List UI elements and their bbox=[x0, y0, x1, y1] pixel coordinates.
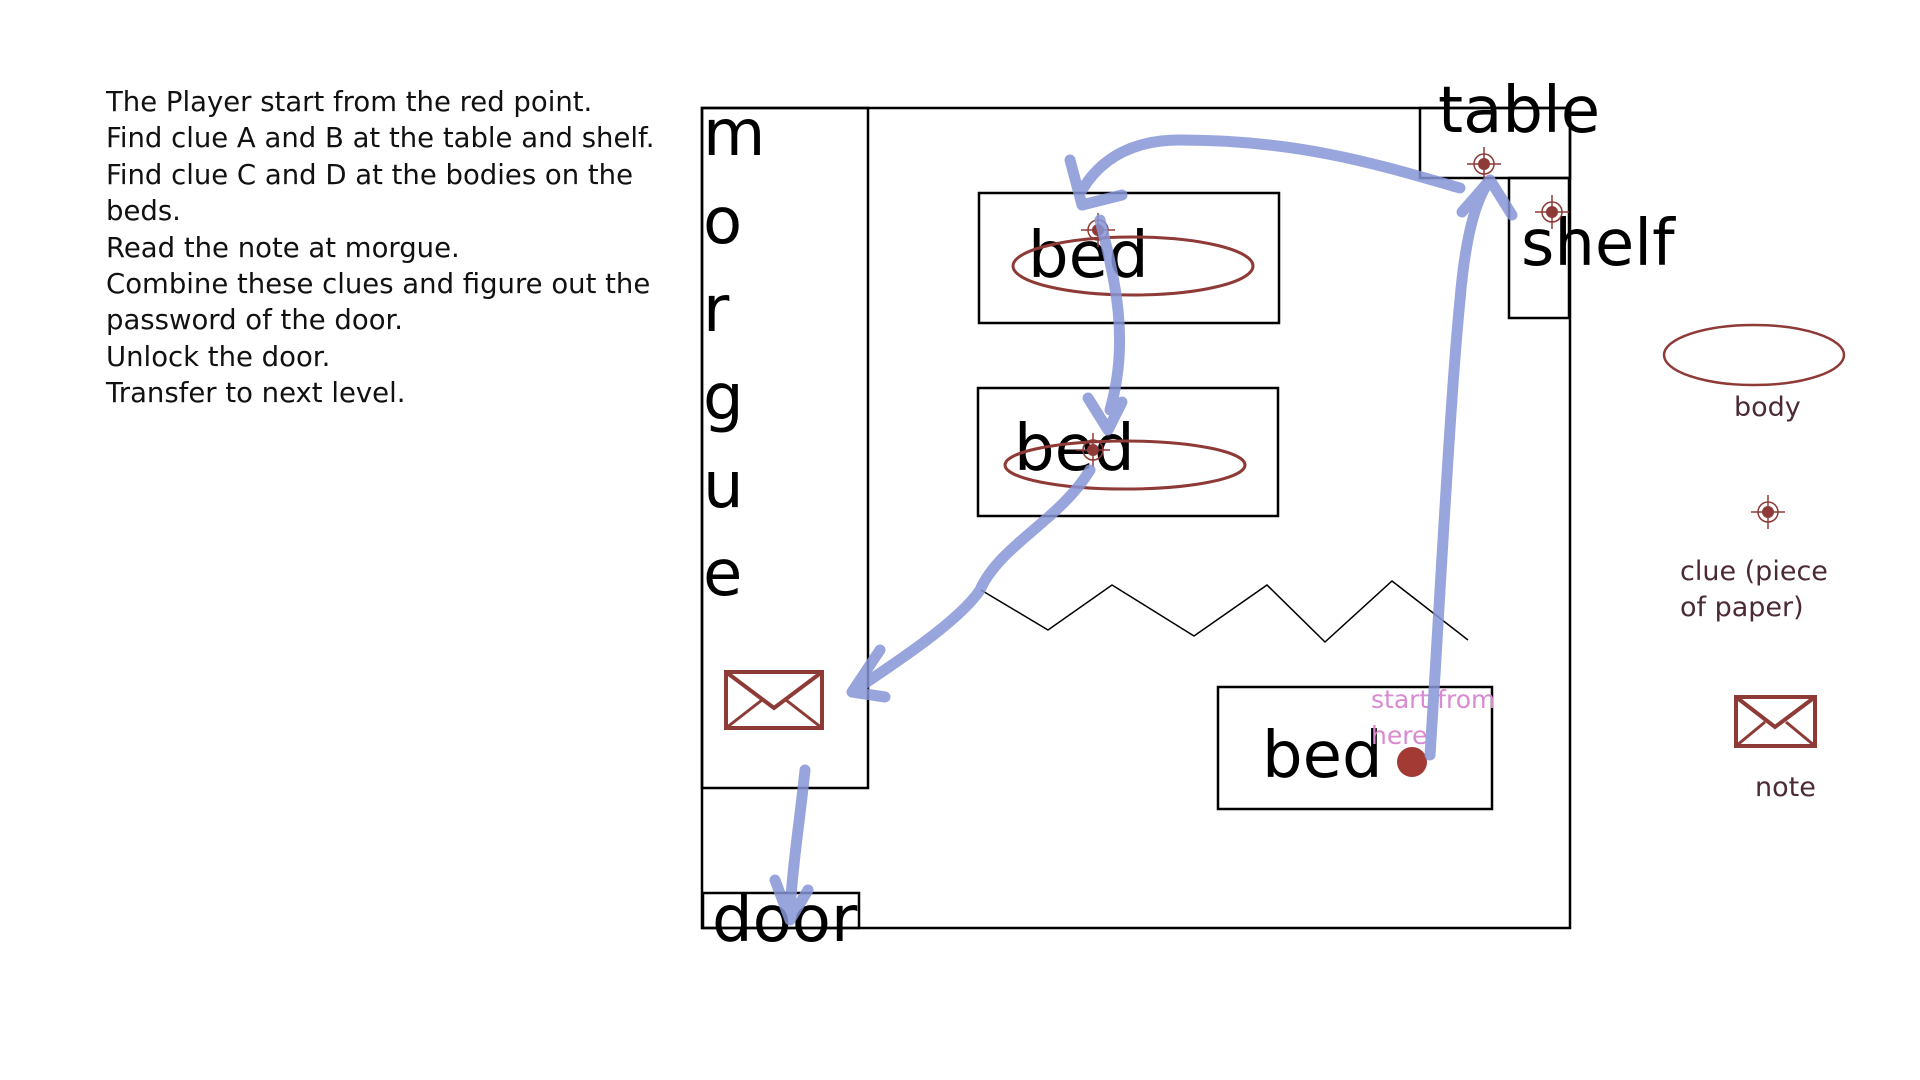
body-2-icon bbox=[1003, 439, 1247, 491]
morgue-letter: r bbox=[703, 273, 730, 347]
instruction-line: password of the door. bbox=[106, 304, 404, 337]
clue-table-icon bbox=[1466, 146, 1502, 182]
start-label-2: here bbox=[1371, 721, 1427, 750]
morgue-letter: m bbox=[703, 97, 765, 171]
instruction-line: Combine these clues and figure out the bbox=[106, 268, 651, 301]
morgue-letter: o bbox=[703, 185, 742, 259]
legend-clue-label-2: of paper) bbox=[1680, 592, 1804, 623]
legend-body-label: body bbox=[1734, 392, 1801, 423]
legend-clue-icon bbox=[1750, 494, 1786, 530]
legend-note-label: note bbox=[1755, 772, 1816, 803]
instruction-line: Find clue C and D at the bodies on the bbox=[106, 158, 634, 191]
morgue-letter: u bbox=[703, 449, 744, 523]
instruction-line: beds. bbox=[106, 195, 181, 228]
instruction-line: Read the note at morgue. bbox=[106, 231, 460, 264]
start-point bbox=[1397, 747, 1427, 777]
body-1-icon bbox=[1011, 235, 1255, 297]
bed-3 bbox=[1216, 685, 1494, 811]
legend-body-icon bbox=[1662, 323, 1846, 387]
morgue-area bbox=[700, 106, 870, 790]
bed-3-label: bed bbox=[1262, 719, 1383, 793]
morgue-label: morgue bbox=[703, 97, 765, 611]
morgue-letter: g bbox=[703, 361, 744, 435]
player-path bbox=[769, 134, 1518, 926]
instruction-line: Find clue A and B at the table and shelf… bbox=[106, 122, 655, 155]
bed-2 bbox=[976, 386, 1280, 518]
instructions-text: The Player start from the red point. Find… bbox=[106, 84, 655, 412]
legend-clue-label: clue (piece bbox=[1680, 556, 1828, 587]
shelf bbox=[1507, 176, 1571, 320]
instruction-line: The Player start from the red point. bbox=[106, 86, 593, 118]
bed-1 bbox=[977, 191, 1281, 325]
table-label: table bbox=[1438, 74, 1600, 148]
instruction-line: Transfer to next level. bbox=[106, 377, 406, 410]
instruction-line: Unlock the door. bbox=[106, 340, 331, 373]
zigzag-line bbox=[980, 580, 1469, 644]
legend-note-icon bbox=[1734, 695, 1817, 748]
note-icon bbox=[724, 670, 824, 730]
morgue-letter: e bbox=[703, 537, 742, 611]
shelf-label: shelf bbox=[1521, 207, 1676, 281]
